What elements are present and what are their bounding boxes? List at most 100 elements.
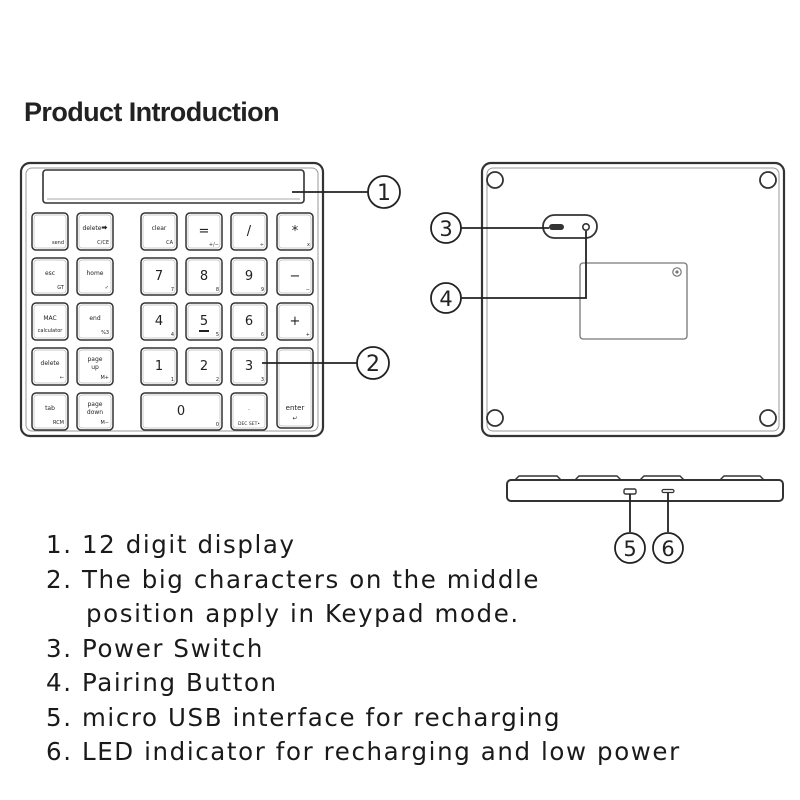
key-k3[interactable]: 33	[230, 347, 268, 386]
key-cap-inner	[187, 349, 221, 384]
key-k7[interactable]: 77	[140, 257, 178, 296]
rubber-foot-bottom-left	[486, 409, 504, 427]
key-k0[interactable]: 00	[140, 392, 223, 431]
key-sub-label: 0	[216, 422, 219, 428]
key-cap	[140, 302, 178, 341]
key-cap-inner	[78, 259, 112, 294]
key-sub-label: DEC SET•	[238, 421, 260, 427]
key-cap-inner	[142, 349, 176, 384]
key-main-label: page	[88, 356, 103, 363]
key-cap	[140, 347, 178, 386]
key-minus[interactable]: −−	[276, 257, 314, 296]
key-cap	[76, 302, 114, 341]
key-cap	[31, 257, 69, 296]
key-cap	[276, 302, 314, 341]
key-main-label: 2	[200, 359, 208, 374]
callout-4-circle	[430, 282, 462, 314]
callout-4-leader	[461, 231, 587, 299]
key-main-label: clear	[152, 225, 167, 232]
key-main-label: +	[290, 314, 301, 329]
key-multiply[interactable]: *x	[276, 212, 314, 251]
keypad-body	[19, 161, 325, 438]
key-k6[interactable]: 66	[230, 302, 268, 341]
key-k8[interactable]: 88	[185, 257, 223, 296]
key-cap-inner	[232, 304, 266, 339]
key-k1[interactable]: 11	[140, 347, 178, 386]
key-divide[interactable]: /÷	[230, 212, 268, 251]
callout-1-circle	[367, 175, 401, 209]
key-equals[interactable]: =+/−	[185, 212, 223, 251]
key-cap-inner	[33, 259, 67, 294]
key-main-label: =	[199, 224, 210, 239]
pairing-button[interactable]	[581, 223, 590, 232]
key-cap	[230, 302, 268, 341]
key-cap-inner	[33, 349, 67, 384]
key-k5[interactable]: 55	[185, 302, 223, 341]
key-delete-cce[interactable]: delete⮕ C/CE	[76, 212, 114, 251]
key-end[interactable]: end%3	[76, 302, 114, 341]
key-main-label: home	[86, 270, 103, 277]
key-main-label: 4	[155, 314, 163, 329]
key-cap-inner	[142, 394, 221, 429]
key-sub-label: 8	[216, 287, 219, 293]
key-cap-inner	[187, 259, 221, 294]
key-k2[interactable]: 22	[185, 347, 223, 386]
key-cap	[76, 212, 114, 251]
callout-2-circle	[356, 346, 390, 380]
key-cap	[276, 212, 314, 251]
key-cap	[230, 347, 268, 386]
micro-usb-port[interactable]	[623, 488, 637, 495]
key-sub-label: 3	[261, 377, 264, 383]
key-sub-label: 9	[261, 287, 264, 293]
key-sub-label: RCM	[53, 420, 64, 426]
key-cap	[276, 257, 314, 296]
display-window	[42, 169, 305, 204]
key-sub-label: ↵	[292, 415, 297, 422]
switch-housing	[542, 214, 598, 239]
callout-4-label: 4	[439, 287, 452, 311]
key-main-label: delete⮕	[83, 225, 108, 232]
note-2-continued: position apply in Keypad mode.	[86, 599, 520, 628]
key-sub-label: send	[52, 240, 64, 246]
rubber-foot-bottom-right	[759, 409, 777, 427]
key-main-label: 3	[245, 359, 253, 374]
callout-6-circle	[652, 532, 684, 564]
callouts: 1 2 3 4 5 6	[262, 175, 684, 564]
key-delete[interactable]: delete←	[31, 347, 69, 386]
key-k4[interactable]: 44	[140, 302, 178, 341]
key-dec[interactable]: .DEC SET•	[230, 392, 268, 431]
key-cap-inner	[33, 394, 67, 429]
key-cap-inner	[142, 259, 176, 294]
key-cap-inner	[232, 349, 266, 384]
key-cap-inner	[232, 214, 266, 249]
key-cap-inner	[142, 304, 176, 339]
key-cap	[31, 212, 69, 251]
key-sub-label: C/CE	[97, 240, 109, 246]
key-home[interactable]: home✓	[76, 257, 114, 296]
key-sub-label: %3	[101, 330, 109, 336]
key-cap-inner	[78, 394, 112, 429]
key-plus[interactable]: ++	[276, 302, 314, 341]
key-k9[interactable]: 99	[230, 257, 268, 296]
key-main-label: 8	[200, 269, 208, 284]
key-cap	[140, 212, 178, 251]
key-send[interactable]: send	[31, 212, 69, 251]
key-main-label: 6	[245, 314, 253, 329]
power-switch[interactable]	[549, 224, 564, 230]
key-main-label: 7	[155, 269, 163, 284]
key-cap	[185, 347, 223, 386]
key-enter[interactable]: enter↵	[276, 347, 314, 429]
key-cap-inner	[187, 304, 221, 339]
callout-3-circle	[430, 212, 462, 244]
key-cap-inner	[232, 259, 266, 294]
key-cap	[140, 392, 223, 431]
key-cap-inner	[187, 214, 221, 249]
key-main-label: delete	[41, 360, 60, 367]
